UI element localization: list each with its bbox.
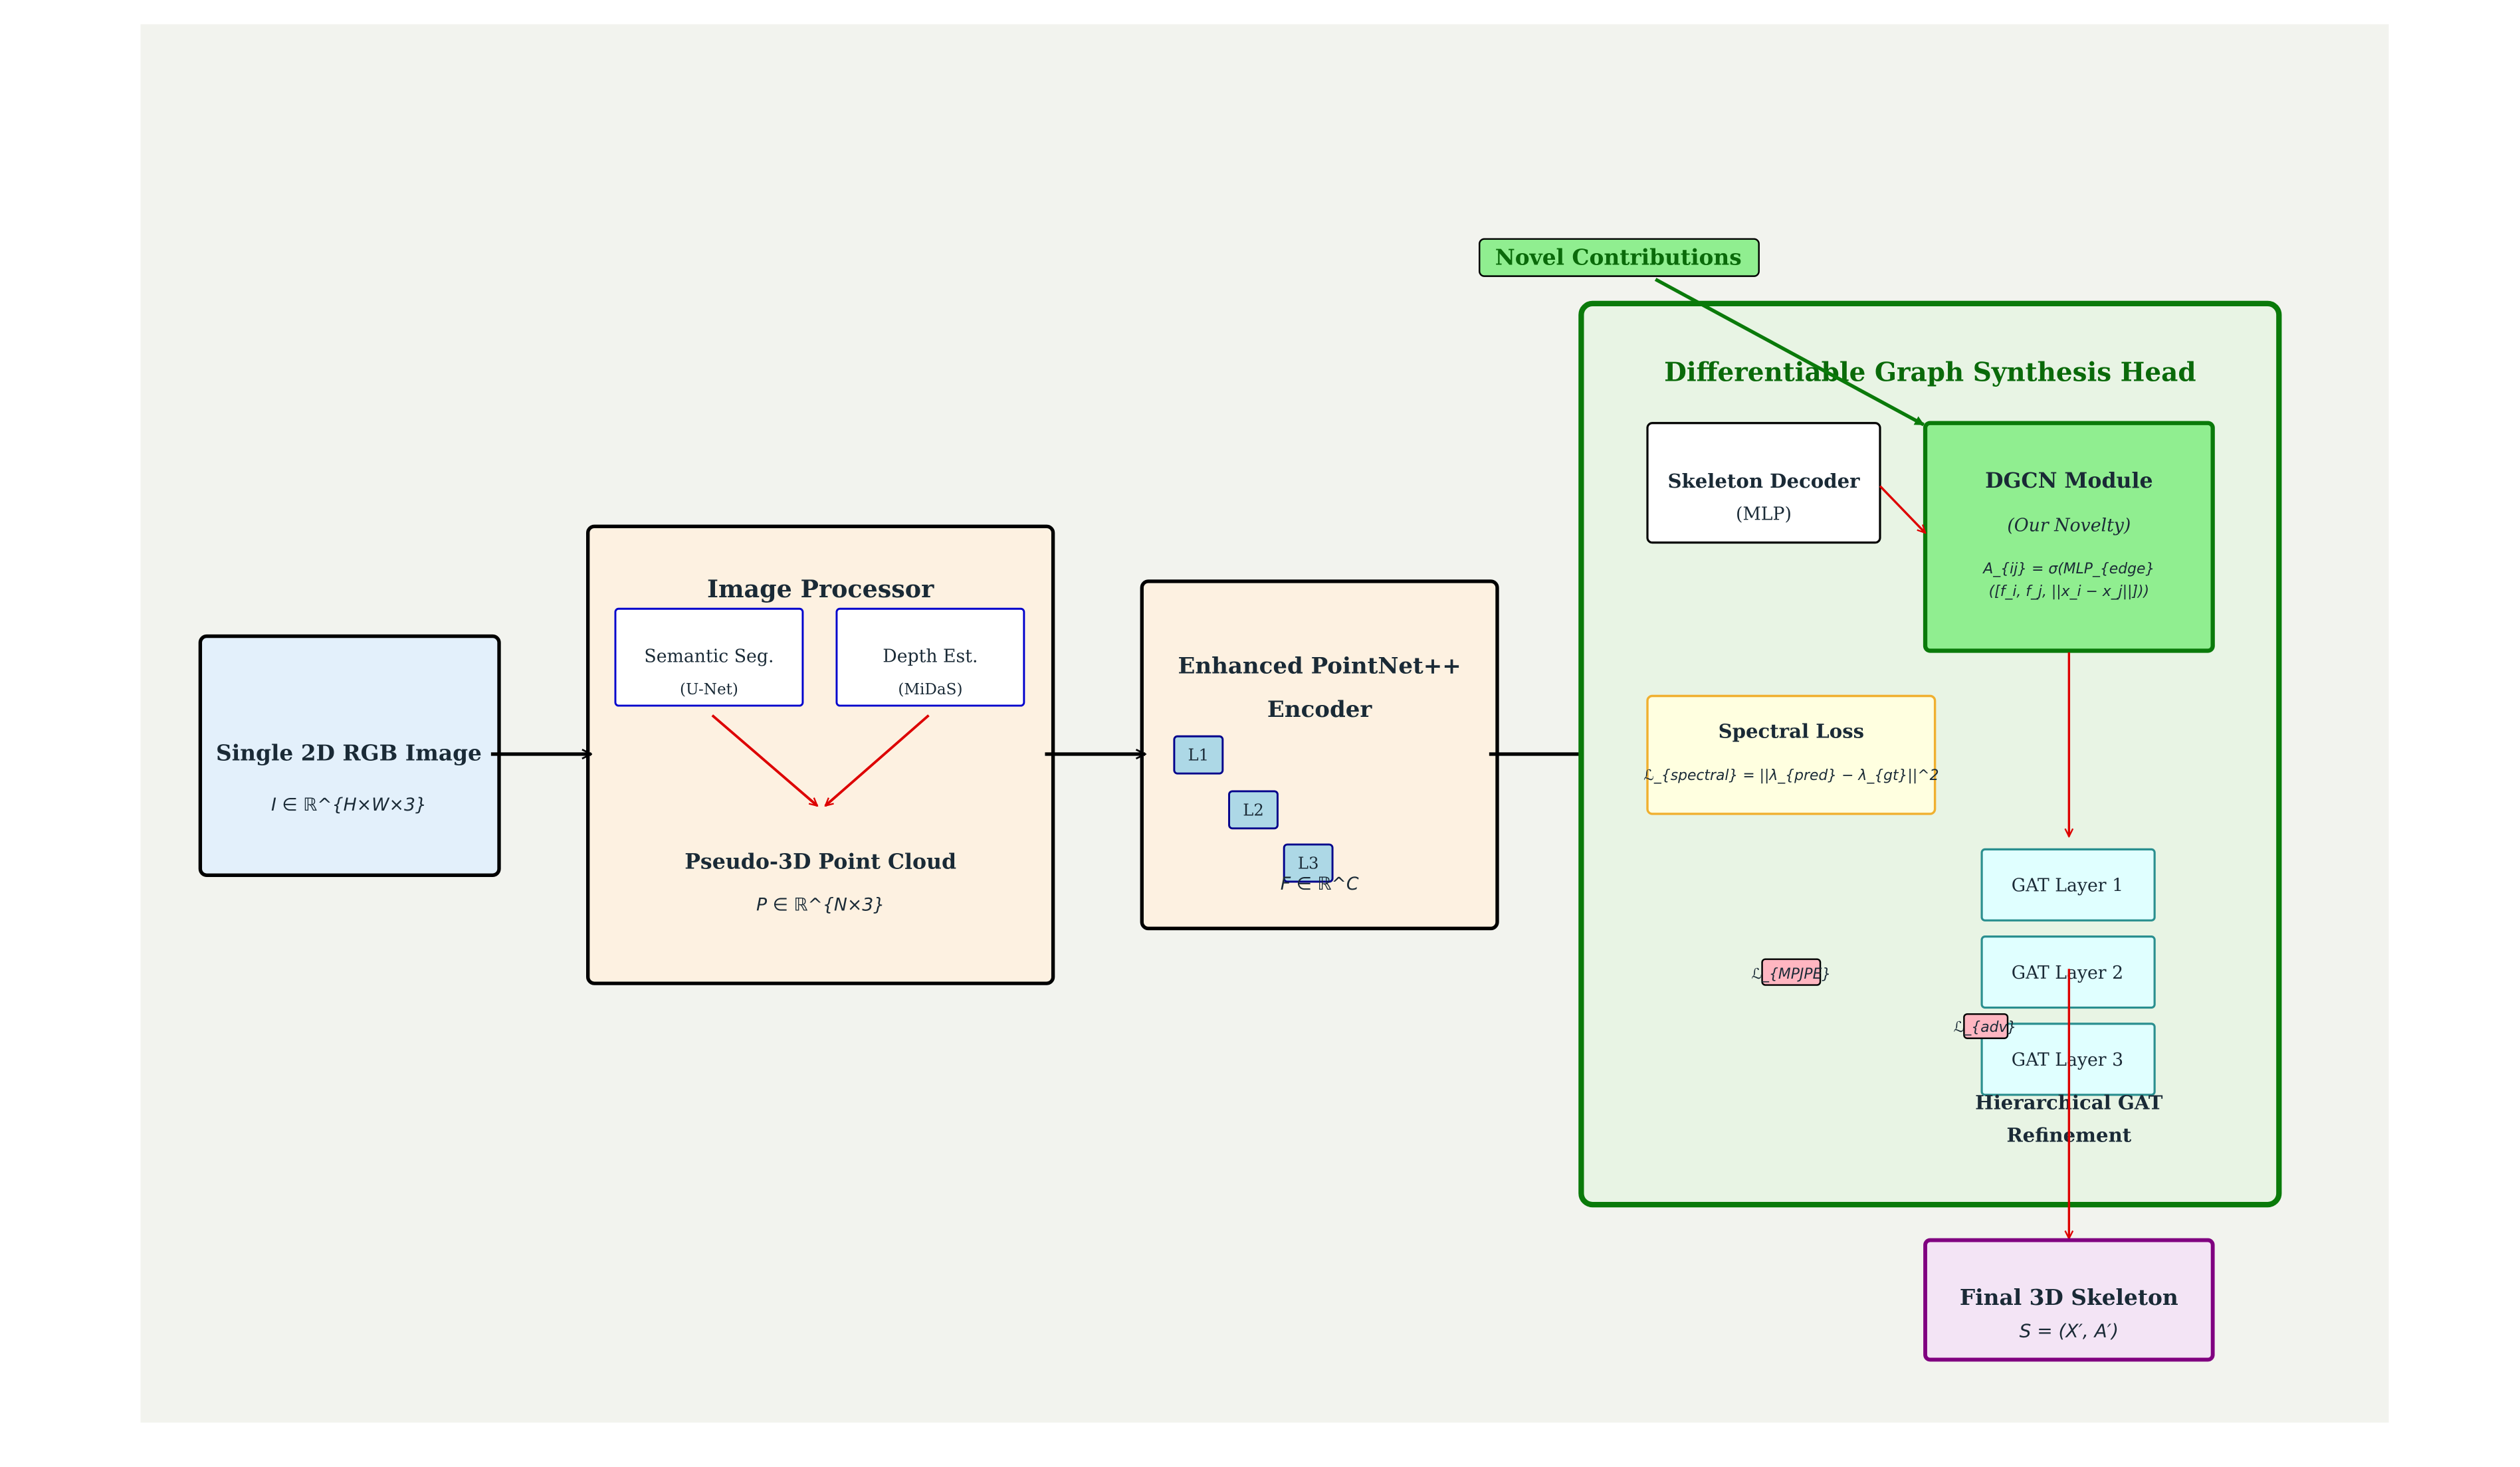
dgcn-module-label: DGCN Module (1985, 468, 2153, 493)
encoder-layer-1-label: L1 (1188, 745, 1209, 765)
dgcn-formula-line2: ([f_i, f_j, ||x_i − x_j||])) (1989, 583, 2149, 600)
encoder-layer-2-label: L2 (1243, 800, 1264, 819)
depth-est-label: Depth Est. (883, 646, 978, 666)
novel-contributions-callout: Novel Contributions (1479, 238, 1925, 427)
skeleton-decoder-box (1646, 422, 1881, 544)
input-title: Single 2D RGB Image (216, 740, 482, 766)
skeleton-decoder-sub: (MLP) (1736, 504, 1792, 525)
output-block: Final 3D Skeleton S = (X′, A′) (1923, 1238, 2215, 1362)
semantic-seg-box (614, 607, 804, 707)
spectral-loss-box (1646, 694, 1937, 815)
processor-title: Image Processor (707, 575, 934, 603)
graph-synthesis-head: Differentiable Graph Synthesis Head Skel… (1578, 300, 2282, 1208)
encoder-layer-3 (1283, 843, 1334, 883)
encoder-layer-2 (1228, 790, 1279, 830)
encoder-layer-3-label: L3 (1298, 854, 1319, 873)
output-box (1923, 1238, 2215, 1362)
gat-layer-1-box (1980, 848, 2156, 922)
spectral-loss-formula: ℒ_{spectral} = ||λ_{pred} − λ_{gt}||^2 (1643, 767, 1939, 784)
image-processor-block: Image Processor Semantic Seg. (U-Net) De… (585, 524, 1055, 985)
adv-loss-tag (1963, 1013, 2009, 1039)
output-title: Final 3D Skeleton (1960, 1284, 2178, 1310)
encoder-block: Enhanced PointNet++ Encoder L1 L2 L3 F ∈… (1140, 579, 1499, 931)
novel-contributions-arrow (1654, 278, 1925, 427)
depth-est-box (835, 607, 1025, 707)
point-cloud-formula: P ∈ ℝ^{N×3} (756, 895, 885, 916)
gat-layer-3-label: GAT Layer 3 (2012, 1050, 2123, 1070)
dgcn-module-box (1923, 421, 2215, 653)
semantic-seg-sub: (U-Net) (680, 681, 738, 698)
adv-loss-label: ℒ_{adv} (1954, 1019, 2017, 1036)
semantic-seg-label: Semantic Seg. (644, 646, 774, 666)
gat-layer-2-label: GAT Layer 2 (2012, 963, 2123, 983)
mpjpe-loss-label: ℒ_{MPJPE} (1751, 966, 1831, 983)
gat-layer-1-label: GAT Layer 1 (2012, 876, 2123, 896)
depth-to-cloud-arrow (825, 714, 930, 806)
encoder-layer-1 (1173, 735, 1224, 775)
novel-contributions-box (1479, 238, 1760, 277)
skeleton-decoder-label: Skeleton Decoder (1667, 470, 1860, 492)
mpjpe-loss-tag (1761, 958, 1822, 986)
input-block: Single 2D RGB Image I ∈ ℝ^{H×W×3} (198, 634, 501, 877)
point-cloud-label: Pseudo-3D Point Cloud (684, 850, 956, 874)
dgcn-module-sub: (Our Novelty) (2007, 516, 2131, 536)
novel-contributions-label: Novel Contributions (1495, 244, 1742, 270)
spectral-loss-label: Spectral Loss (1719, 720, 1864, 743)
encoder-title-line2: Encoder (1267, 696, 1372, 723)
input-formula: I ∈ ℝ^{H×W×3} (271, 795, 427, 815)
encoder-formula: F ∈ ℝ^C (1281, 874, 1359, 894)
dgcn-formula-line1: A_{ij} = σ(MLP_{edge} (1982, 561, 2154, 577)
head-title: Differentiable Graph Synthesis Head (1664, 357, 2196, 388)
output-formula: S = (X′, A′) (2020, 1320, 2119, 1341)
seg-to-cloud-arrow (711, 714, 817, 806)
encoder-title-line1: Enhanced PointNet++ (1178, 652, 1461, 679)
decoder-to-dgcn-arrow (1879, 485, 1925, 533)
depth-est-sub: (MiDaS) (898, 681, 962, 698)
